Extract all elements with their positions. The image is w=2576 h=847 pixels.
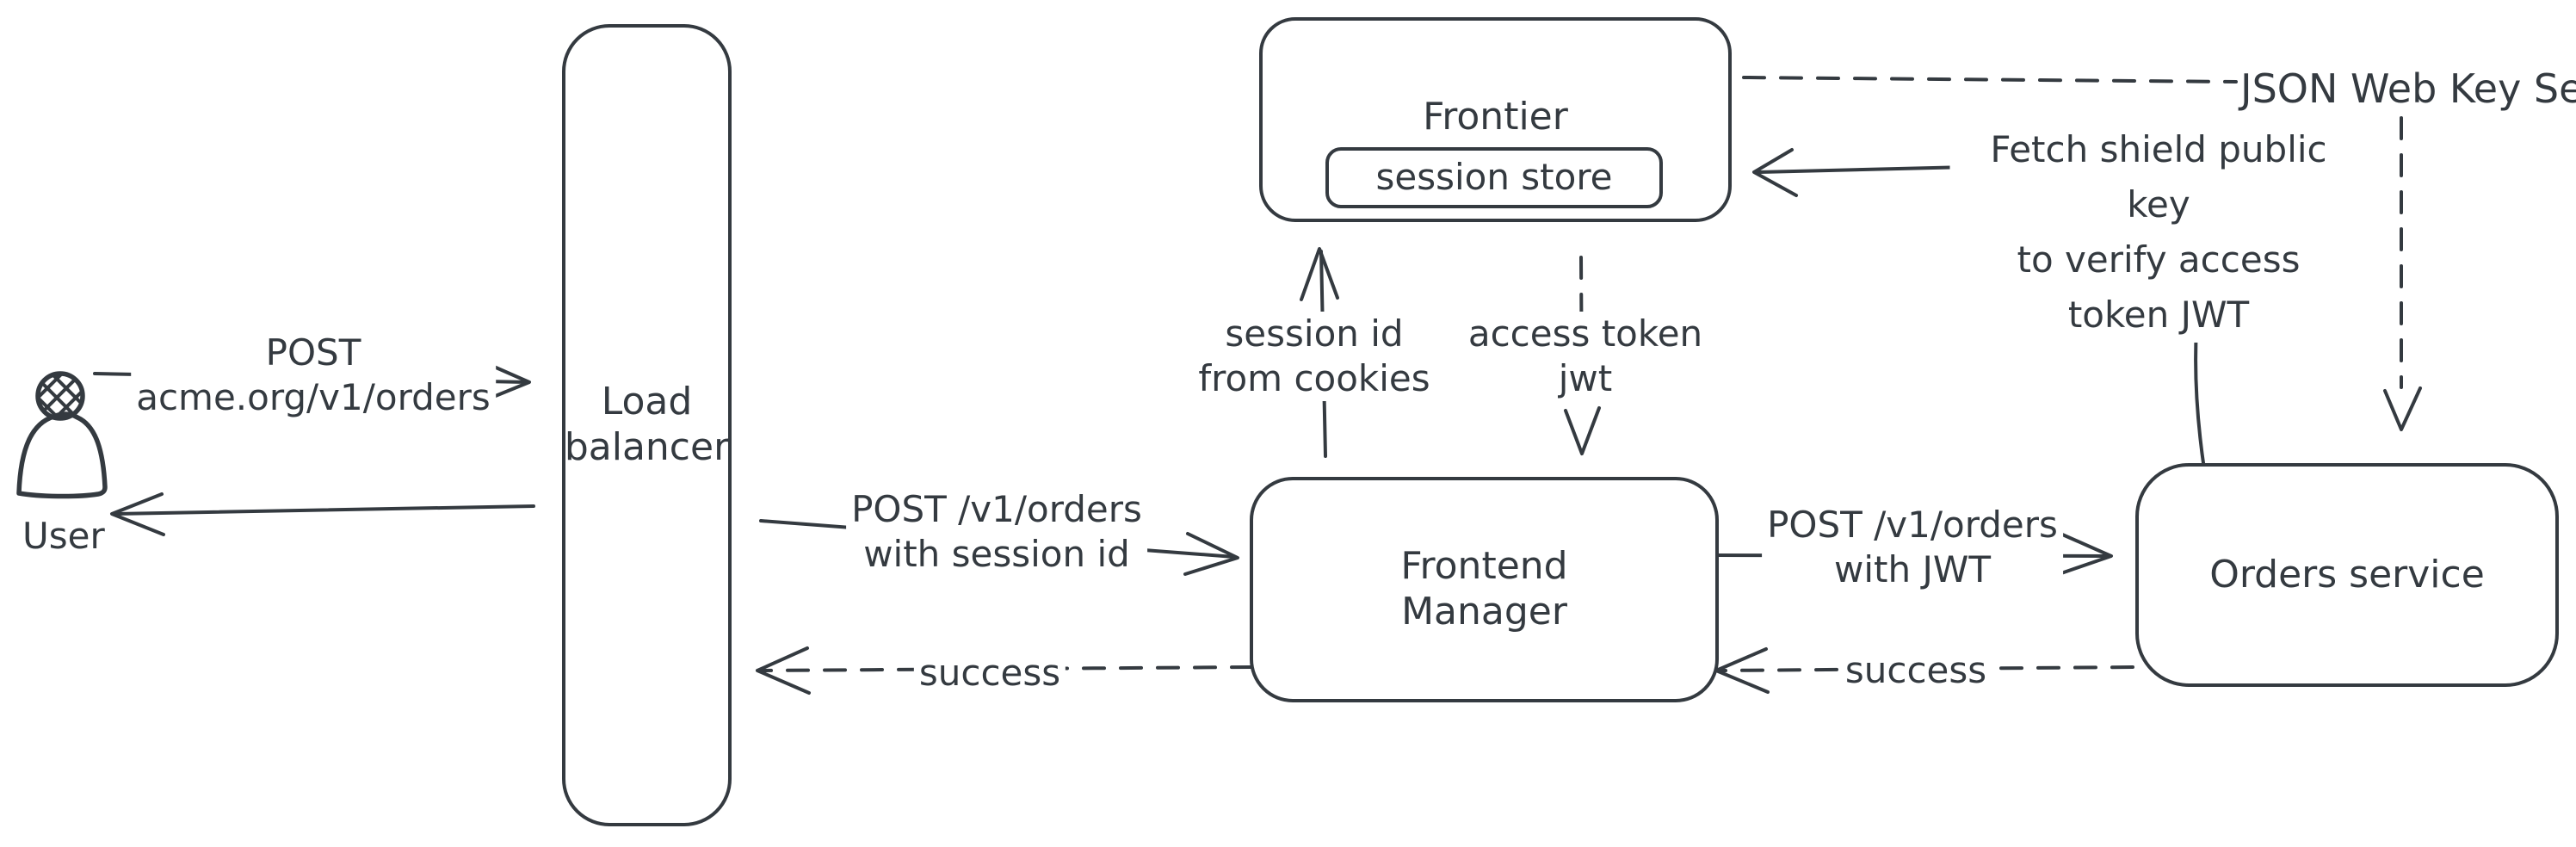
edge-label-success-left: success [913, 651, 1066, 696]
line-frontier-to-jwks [1742, 76, 2238, 83]
edge-label-post-orders-session-id: POST /v1/orders with session id [846, 487, 1147, 577]
node-frontend-manager-label: Frontend Manager [1400, 544, 1568, 634]
arrow-orders-service-to-frontier-shaft [1757, 165, 1971, 174]
edge-label-post-orders-jwt: POST /v1/orders with JWT [1762, 503, 2063, 592]
arrow-frontend-manager-to-frontier-arrowhead [1300, 247, 1339, 301]
edge-label-json-web-key-set: JSON Web Key Set [2240, 65, 2576, 112]
user-icon-head [35, 371, 85, 421]
user-icon-body [16, 411, 108, 499]
node-session-store-label: session store [1375, 156, 1613, 199]
edge-label-session-id-from-cookies: session id from cookies [1193, 312, 1436, 401]
node-session-store: session store [1325, 147, 1663, 208]
node-orders-service: Orders service [2135, 463, 2559, 687]
node-load-balancer: Load balancer [562, 24, 732, 826]
node-frontier-label: Frontier [1423, 95, 1568, 139]
node-orders-service-label: Orders service [2209, 552, 2485, 597]
edge-label-fetch-shield-public-key: Fetch shield public key to verify access… [1949, 122, 2368, 343]
arrow-load-balancer-to-user [114, 504, 535, 516]
arrow-jwks-to-orders-service-arrowhead [2383, 386, 2422, 431]
arrow-load-balancer-to-user-arrowhead [110, 492, 165, 536]
arrow-orders-service-to-frontier-arrowhead [1752, 148, 1798, 197]
node-load-balancer-label: Load balancer [564, 380, 730, 469]
user-icon [16, 371, 108, 499]
arrow-frontend-manager-to-orders-service-arrowhead [2057, 532, 2113, 576]
edge-label-access-token-jwt: access token jwt [1462, 312, 1708, 401]
node-user-label: User [22, 515, 105, 557]
arrow-frontend-manager-to-load-balancer-arrowhead [756, 646, 811, 695]
arrow-load-balancer-to-frontend-manager-arrowhead [1183, 532, 1239, 576]
arrow-frontier-to-frontend-manager-arrowhead [1564, 406, 1601, 455]
edge-label-success-right: success [1839, 648, 1992, 693]
node-frontend-manager: Frontend Manager [1250, 477, 1719, 702]
arrow-frontend-manager-to-load-balancer [761, 665, 1254, 672]
edge-label-post-acme-orders: POST acme.org/v1/orders [131, 331, 496, 420]
